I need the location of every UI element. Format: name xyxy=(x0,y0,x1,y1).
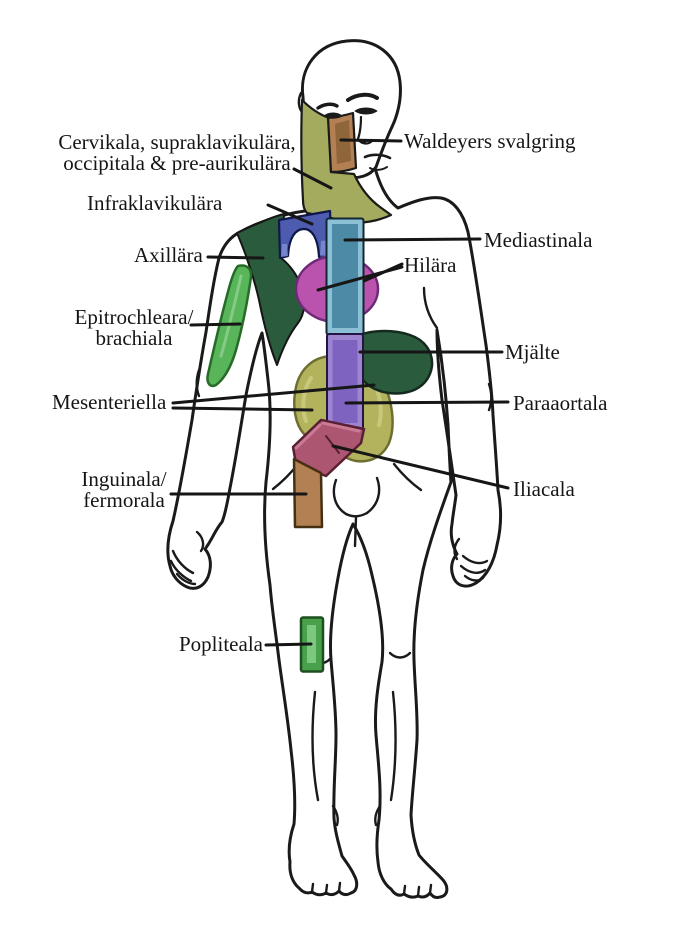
leader-mesenteriella-lower xyxy=(171,406,314,412)
label-inguinala: Inguinala/ fermorala xyxy=(81,467,167,512)
label-infraklavikulara: Infraklavikulära xyxy=(87,191,223,215)
region-mjalte xyxy=(354,329,434,395)
label-mjalte: Mjälte xyxy=(505,340,560,364)
leader-iliacala xyxy=(331,444,510,490)
region-paraaortala xyxy=(332,340,358,423)
label-epitrochleara: Epitrochleara/ brachiala xyxy=(74,305,194,350)
leader-axillara xyxy=(206,255,265,260)
leader-paraaortala xyxy=(344,400,510,405)
leader-lines xyxy=(169,138,510,647)
leader-epitrochleara xyxy=(189,322,242,327)
leader-waldeyers xyxy=(339,138,403,143)
region-iliacala-crease xyxy=(325,435,340,454)
region-waldeyers-inner xyxy=(335,120,351,164)
leader-hilara-right xyxy=(362,262,404,283)
leader-popliteala xyxy=(264,642,313,647)
label-hilara: Hilära xyxy=(404,253,457,277)
label-waldeyers: Waldeyers svalgring xyxy=(404,129,576,153)
leader-mesenteriella-upper xyxy=(171,383,376,405)
label-mediastinala: Mediastinala xyxy=(484,228,593,252)
leader-infraklavikulara xyxy=(266,203,314,226)
body-detail-lines xyxy=(169,286,493,898)
leader-cervikala xyxy=(292,167,333,190)
region-inguinala xyxy=(292,457,324,529)
label-popliteala: Popliteala xyxy=(179,632,263,656)
region-epitrochleara-highlight xyxy=(219,274,243,358)
leader-mediastinala xyxy=(343,237,482,242)
label-iliacala: Iliacala xyxy=(513,477,575,501)
region-infraklavikulara xyxy=(277,209,334,261)
label-axillara: Axillära xyxy=(134,243,203,267)
label-mesenteriella: Mesenteriella xyxy=(52,390,167,414)
label-cervikala: Cervikala, supraklavikulära, occipitala … xyxy=(58,130,296,175)
label-paraaortala: Paraaortala xyxy=(513,391,608,415)
region-iliacala-highlight xyxy=(294,421,361,450)
